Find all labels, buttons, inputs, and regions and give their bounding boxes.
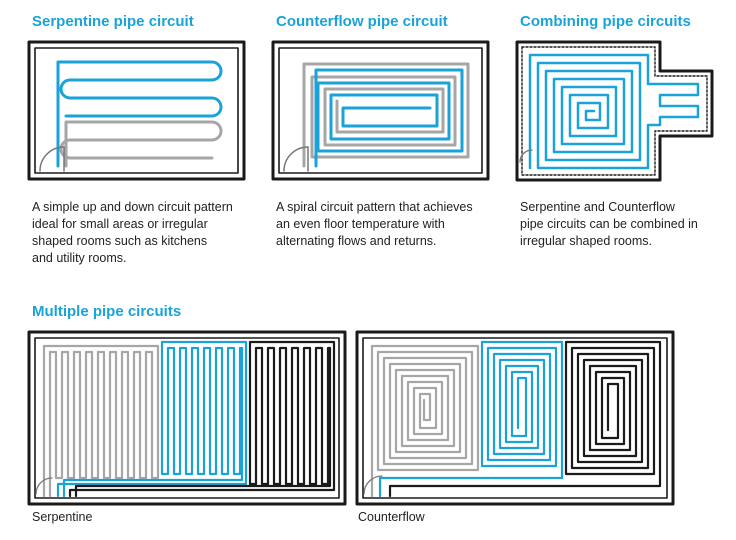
counterflow-pipe-black [388, 340, 662, 498]
serpentine-description: A simple up and down circuit pattern ide… [32, 199, 262, 267]
combining-title: Combining pipe circuits [520, 13, 691, 30]
room-inner-wall [34, 337, 340, 499]
multiple-title: Multiple pipe circuits [32, 303, 182, 320]
counterflow-pipe-grey [302, 62, 470, 168]
counterflow-pipe-blue [378, 340, 564, 498]
room-outer-wall [515, 40, 714, 182]
desc-line: pipe circuits can be combined in [520, 217, 698, 231]
counterflow-caption: Counterflow [358, 510, 425, 524]
serpentine-pipe-black [68, 340, 336, 498]
serpentine-pipe-blue [56, 340, 248, 498]
counterflow-pipe-blue [314, 68, 464, 168]
room-outer-wall [27, 40, 246, 181]
door-arc [39, 146, 65, 172]
desc-line: irregular shaped rooms. [520, 234, 653, 248]
combining-description: Serpentine and Counterflow pipe circuits… [520, 199, 736, 250]
serpentine-pipe-blue [56, 60, 223, 168]
door-arc [283, 146, 309, 172]
desc-line: A simple up and down circuit pattern [32, 200, 233, 214]
counterflow-pipe-grey [370, 344, 480, 498]
room-inner-wall [362, 337, 668, 499]
desc-line: shaped rooms such as kitchens [32, 234, 208, 248]
desc-line: and utility rooms. [32, 251, 127, 265]
serpentine-pipe-grey [42, 344, 160, 498]
desc-line: ideal for small areas or irregular [32, 217, 208, 231]
desc-line: Serpentine and Counterflow [520, 200, 675, 214]
room-inner-wall [278, 47, 483, 174]
room-inner-wall [34, 47, 239, 174]
room-outer-wall [27, 330, 347, 506]
serpentine-caption: Serpentine [32, 510, 93, 524]
door-arc [519, 149, 533, 163]
desc-line: A spiral circuit pattern that achieves [276, 200, 473, 214]
room-inner-wall [521, 46, 708, 176]
combining-pipe-blue [528, 53, 700, 170]
door-arc [35, 477, 53, 495]
serpentine-title: Serpentine pipe circuit [32, 13, 194, 30]
counterflow-title: Counterflow pipe circuit [276, 13, 448, 30]
desc-line: an even floor temperature with [276, 217, 445, 231]
room-outer-wall [271, 40, 490, 181]
door-arc [363, 475, 383, 495]
serpentine-pipe-grey [59, 120, 223, 168]
counterflow-description: A spiral circuit pattern that achieves a… [276, 199, 506, 250]
desc-line: alternating flows and returns. [276, 234, 437, 248]
room-outer-wall [355, 330, 675, 506]
